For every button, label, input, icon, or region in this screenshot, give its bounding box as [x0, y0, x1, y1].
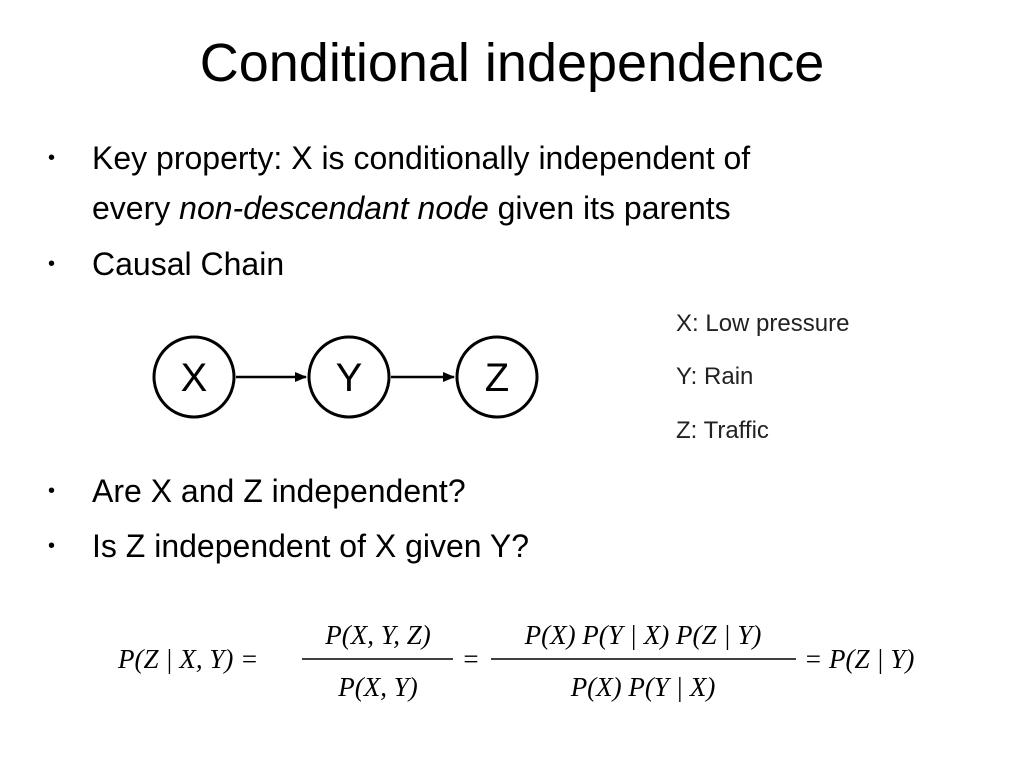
legend-x: X: Low pressure — [676, 310, 850, 337]
bullet-dot-icon: • — [48, 480, 56, 502]
legend-y: Y: Rain — [676, 363, 754, 390]
equation-frac2-denominator: P(X) P(Y | X) — [570, 672, 716, 702]
equation-lhs: P(Z | X, Y) = — [117, 644, 258, 674]
bullet-line2-italic: non-descendant node — [179, 190, 489, 226]
bullet-line2-suffix: given its parents — [488, 190, 731, 226]
bullet-text: Is Z independent of X given Y? — [92, 528, 530, 564]
bullet-dot-icon: • — [48, 535, 56, 557]
node-y-circle — [307, 335, 391, 419]
bullet-text: Causal Chain — [92, 246, 285, 282]
slide-title: Conditional independence — [199, 33, 825, 93]
bullet-dot-icon: • — [48, 147, 56, 169]
node-x-label: X — [181, 356, 208, 400]
node-z-circle — [455, 335, 539, 419]
node-z-label: Z — [485, 356, 509, 400]
bullet-text-line1: Key property: X is conditionally indepen… — [92, 140, 751, 176]
equation-frac2-numerator: P(X) P(Y | X) P(Z | Y) — [524, 620, 762, 650]
conditional-probability-equation: P(Z | X, Y) = P(X, Y, Z) P(X, Y) = P(X) … — [117, 620, 914, 702]
equation-rhs: = P(Z | Y) — [804, 644, 914, 674]
causal-chain-diagram: X Y Z — [152, 335, 539, 419]
node-x-circle — [152, 335, 236, 419]
equation-frac1-denominator: P(X, Y) — [337, 672, 417, 702]
legend-z: Z: Traffic — [676, 417, 769, 444]
bullet-line2-prefix: every — [92, 190, 180, 226]
bullet-text-line2: every non-descendant node given its pare… — [92, 183, 731, 233]
bullet-dot-icon: • — [48, 253, 56, 275]
equation-equals: = — [463, 644, 478, 674]
equation-frac1-numerator: P(X, Y, Z) — [324, 620, 431, 650]
bullet-text: Are X and Z independent? — [92, 473, 466, 509]
node-y-label: Y — [336, 356, 363, 400]
